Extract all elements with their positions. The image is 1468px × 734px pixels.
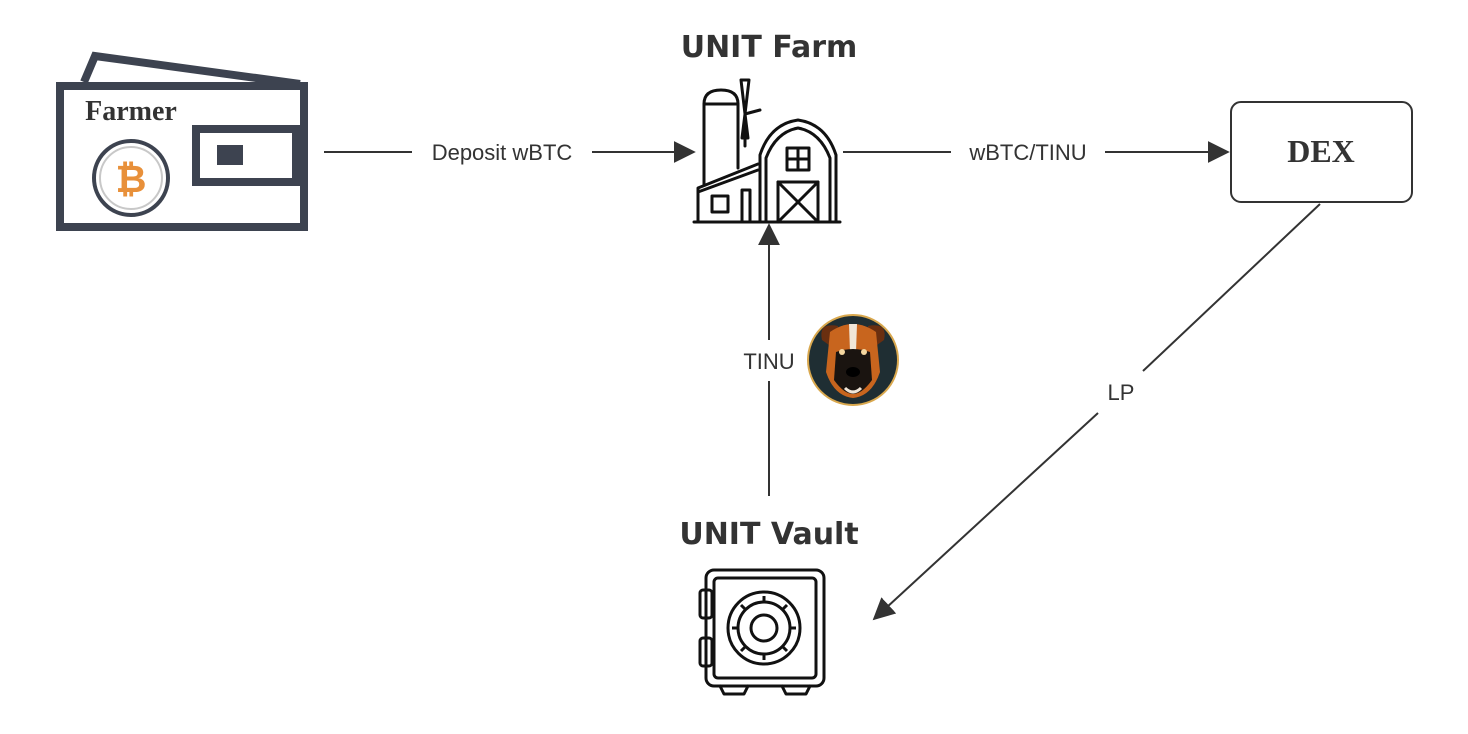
dex-label: DEX [1287,133,1355,169]
farm-node: UNIT Farm [681,30,858,224]
edge-pair: wBTC/TINU [843,140,1230,165]
dex-box [1230,101,1413,203]
edge-lp-line-b [872,412,1099,621]
edge-reward-label: TINU [743,349,794,374]
edge-lp: LP [872,203,1321,621]
edge-lp-label: LP [1108,380,1135,405]
edge-deposit: Deposit wBTC [324,140,696,165]
farmer-node: Farmer ₿ [56,51,308,231]
farmer-label: Farmer [85,96,177,127]
edge-deposit-label: Deposit wBTC [432,140,573,165]
dex-node: DEX [1230,101,1413,203]
barn-icon [692,78,842,224]
vault-node: UNIT Vault [679,517,859,696]
bitcoin-glyph: ₿ [116,157,147,201]
bitcoin-icon: ₿ [92,139,170,217]
safe-icon [698,568,826,696]
vault-title: UNIT Vault [679,517,858,552]
farm-title: UNIT Farm [681,30,858,65]
wallet-icon [56,51,308,231]
edge-lp-line-a [1142,203,1321,372]
dog-token-icon [807,314,899,406]
edge-pair-label: wBTC/TINU [968,140,1086,165]
edge-reward: TINU [743,223,795,496]
